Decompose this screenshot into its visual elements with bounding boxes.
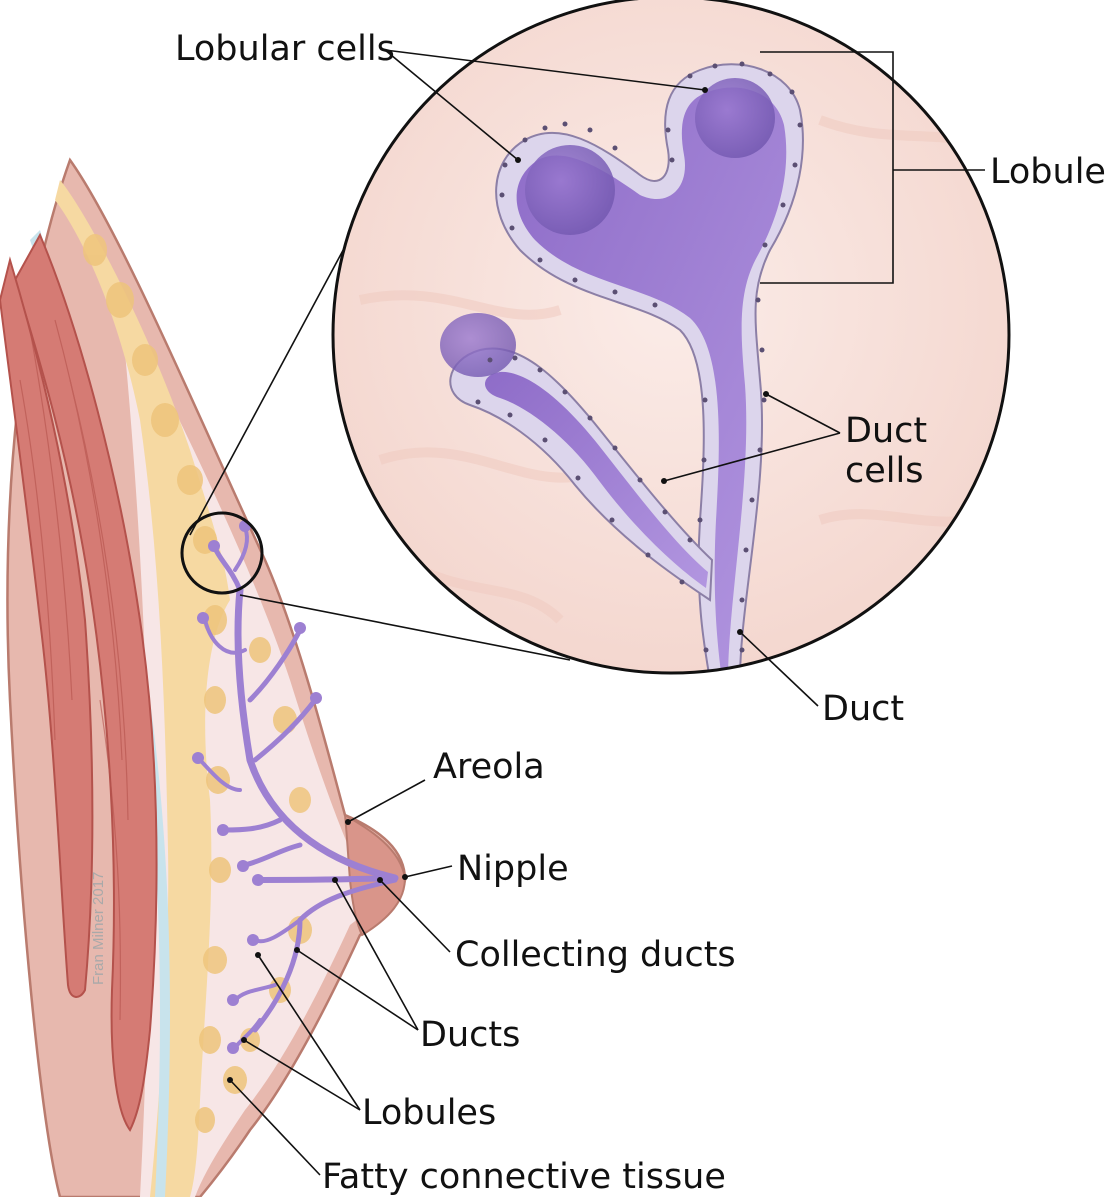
label-nipple: Nipple xyxy=(457,849,569,889)
label-ducts: Ducts xyxy=(420,1015,520,1055)
label-collecting-ducts: Collecting ducts xyxy=(455,935,736,975)
label-lobule: Lobule xyxy=(990,152,1106,192)
label-duct-cells-line2: cells xyxy=(845,451,923,491)
label-lobules: Lobules xyxy=(362,1093,496,1133)
label-areola: Areola xyxy=(433,747,545,787)
label-lobular-cells: Lobular cells xyxy=(175,29,395,69)
label-fatty-connective-tissue: Fatty connective tissue xyxy=(322,1157,726,1197)
artist-credit: Fran Milner 2017 xyxy=(90,872,107,985)
label-duct: Duct xyxy=(822,689,904,729)
magnified-lobule-view xyxy=(333,0,1010,680)
label-duct-cells-line1: Duct xyxy=(845,411,927,451)
